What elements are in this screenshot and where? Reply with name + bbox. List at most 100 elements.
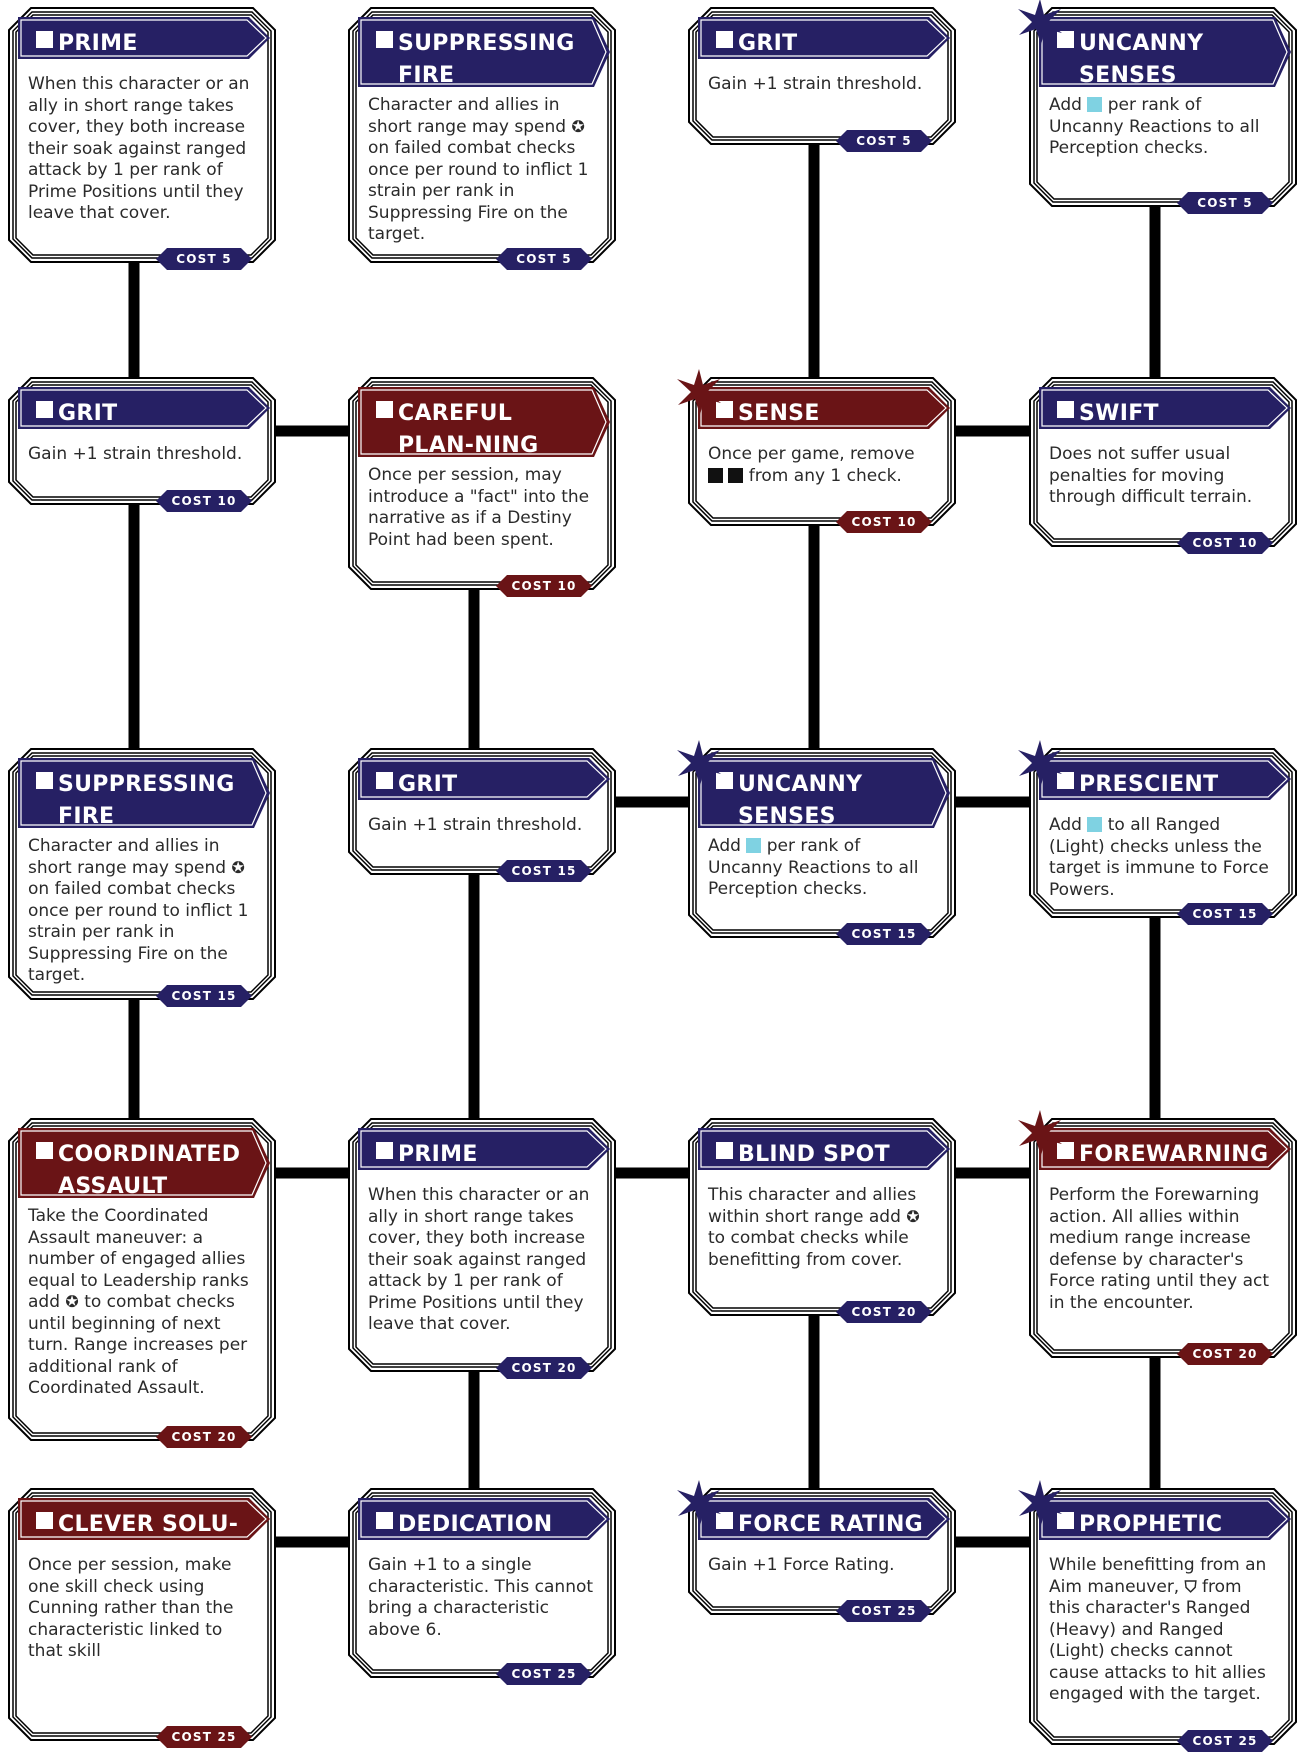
cost-badge: COST 5 (836, 130, 932, 152)
talent-card-uncanny-senses[interactable]: UNCANNY SENSES Add per rank of Uncanny Re… (677, 740, 956, 945)
rank-checkbox[interactable] (716, 31, 733, 48)
rank-checkbox[interactable] (36, 401, 53, 418)
cost-badge: COST 25 (496, 1663, 592, 1685)
description-text: Once per session, make one skill check u… (28, 1555, 234, 1661)
description-text: Add (1049, 95, 1088, 115)
talent-card-uncanny-senses[interactable]: UNCANNY SENSES Add per rank of Uncanny Re… (1018, 0, 1297, 214)
rank-checkbox[interactable] (36, 772, 53, 789)
talent-title: GRIT (398, 772, 458, 797)
talent-description: Once per session, make one skill check u… (28, 1555, 254, 1663)
rank-checkbox[interactable] (376, 1142, 393, 1159)
description-text: to all Ranged (Light) checks unless the … (1049, 815, 1269, 900)
force-star-icon (1018, 740, 1062, 786)
talent-card-suppressing-fire[interactable]: SUPPRESSING FIRE Character and allies in … (348, 7, 616, 270)
talent-title: GRIT (58, 401, 118, 426)
cost-label: COST 20 (511, 1361, 577, 1375)
rank-checkbox[interactable] (36, 1142, 53, 1159)
rank-checkbox[interactable] (716, 401, 733, 418)
rank-checkbox[interactable] (1057, 772, 1074, 789)
description-text: on failed combat checks once per round t… (368, 138, 589, 244)
rank-checkbox[interactable] (1057, 1512, 1074, 1529)
force-star-icon (677, 1480, 721, 1526)
force-star-icon (1018, 1480, 1062, 1526)
description-text: This character and allies within short r… (708, 1185, 917, 1227)
cost-label: COST 15 (511, 864, 577, 878)
force-star-icon (1018, 0, 1062, 45)
cost-badge: COST 20 (1177, 1343, 1273, 1365)
cost-badge: COST 25 (836, 1600, 932, 1622)
title-banner: GRIT (358, 758, 610, 800)
setback-die-icon (708, 467, 723, 483)
talent-description: Character and allies in short range may … (368, 95, 594, 246)
title-banner: FOREWARNING (1039, 1128, 1291, 1170)
title-banner: PRIME POSITIONS (358, 1128, 610, 1199)
boost-die-icon (746, 838, 762, 853)
description-text: Gain +1 to a single characteristic. This… (368, 1555, 594, 1640)
talent-card-blind-spot[interactable]: BLIND SPOT This character and allies with… (688, 1118, 956, 1323)
description-text: While benefitting from an Aim maneuver, (1049, 1555, 1267, 1597)
rank-checkbox[interactable] (1057, 31, 1074, 48)
rank-checkbox[interactable] (376, 401, 393, 418)
talent-description: Add per rank of Uncanny Reactions to all… (708, 836, 934, 901)
description-text: from any 1 check. (743, 465, 902, 486)
boost-die-icon (1087, 97, 1103, 112)
title-banner: GRIT (18, 387, 270, 429)
rank-checkbox[interactable] (376, 1512, 393, 1529)
cost-badge: COST 10 (156, 490, 252, 512)
cost-label: COST 5 (1197, 196, 1253, 210)
description-text: Add (1049, 815, 1088, 835)
rank-checkbox[interactable] (36, 1512, 53, 1529)
talent-card-grit[interactable]: GRIT Gain +1 strain threshold. COST 5 (688, 7, 956, 152)
talent-title: SWIFT (1079, 401, 1159, 426)
rank-checkbox[interactable] (1057, 1142, 1074, 1159)
talent-description: While benefitting from an Aim maneuver, … (1049, 1555, 1275, 1706)
cost-label: COST 25 (1192, 1734, 1258, 1748)
rank-checkbox[interactable] (1057, 401, 1074, 418)
rank-checkbox[interactable] (716, 772, 733, 789)
cost-badge: COST 15 (1177, 903, 1273, 925)
cost-badge: COST 15 (156, 985, 252, 1007)
rank-checkbox[interactable] (36, 31, 53, 48)
talent-description: When this character or an ally in short … (28, 74, 254, 225)
rank-checkbox[interactable] (376, 31, 393, 48)
title-banner: PROPHETIC AIM (1039, 1498, 1291, 1569)
cost-label: COST 10 (171, 494, 237, 508)
talent-description: Gain +1 strain threshold. (708, 74, 934, 96)
rank-checkbox[interactable] (376, 772, 393, 789)
cost-label: COST 25 (851, 1604, 917, 1618)
title-banner: SUPPRESSING FIRE (358, 17, 610, 88)
title-banner: SENSE DANGER (698, 387, 950, 458)
description-text: to combat checks while benefitting from … (708, 1228, 909, 1270)
talent-title: SUPPRESSING FIRE (398, 31, 575, 88)
talent-title: BLIND SPOT (738, 1142, 890, 1167)
cost-badge: COST 5 (1177, 192, 1273, 214)
talent-description: Gain +1 strain threshold. (28, 444, 254, 466)
talent-title: CAREFUL PLAN-NING (398, 401, 539, 458)
talent-title: UNCANNY SENSES (1079, 31, 1204, 88)
title-banner: UNCANNY SENSES (1039, 17, 1291, 88)
title-banner: UNCANNY SENSES (698, 758, 950, 829)
talent-title: PRIME POSITIONS (58, 31, 196, 88)
cost-badge: COST 15 (496, 860, 592, 882)
title-banner: GRIT (698, 17, 950, 59)
talent-card-grit[interactable]: GRIT Gain +1 strain threshold. COST 10 (8, 377, 276, 512)
description-text: per rank of Uncanny Reactions to all Per… (1049, 95, 1260, 158)
rank-checkbox[interactable] (716, 1512, 733, 1529)
cost-label: COST 25 (171, 1730, 237, 1744)
rank-checkbox[interactable] (716, 1142, 733, 1159)
talent-description: Take the Coordinated Assault maneuver: a… (28, 1206, 254, 1400)
